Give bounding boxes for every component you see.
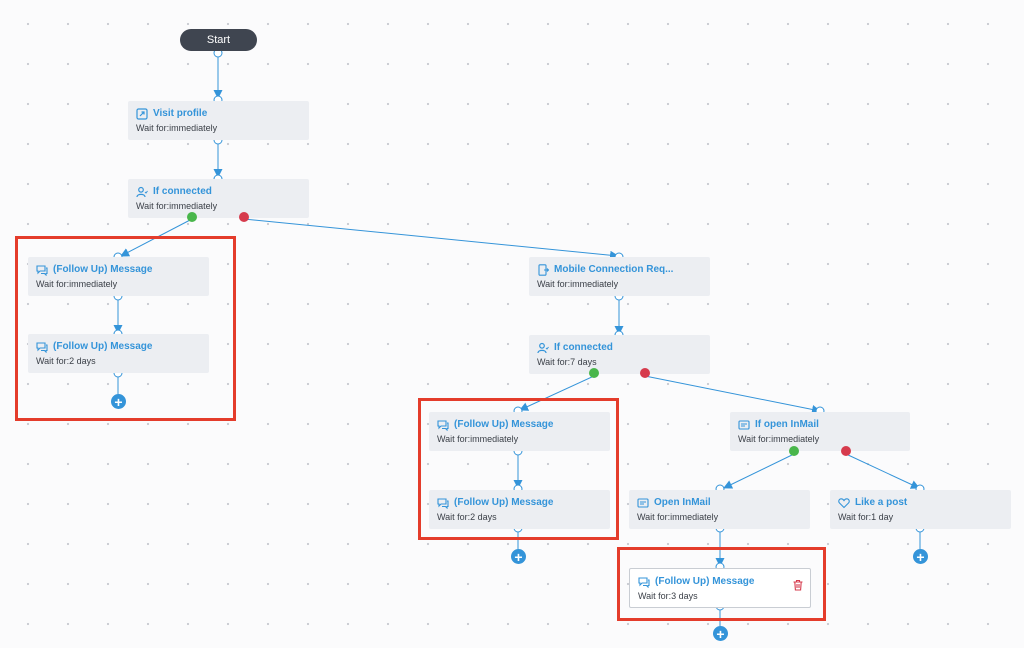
step-title: (Follow Up) Message [454, 497, 554, 508]
start-node[interactable]: Start [180, 29, 257, 51]
step-wait: Wait for:immediately [136, 201, 218, 211]
inmail-yes-badge [789, 446, 799, 456]
phone-request-icon [538, 264, 549, 276]
step-if-open-inmail[interactable]: If open InMail Wait for:immediately [730, 412, 910, 451]
connected-no-badge [239, 212, 249, 222]
step-title: If connected [554, 342, 613, 353]
step-title: Visit profile [153, 108, 208, 119]
step-title: (Follow Up) Message [53, 264, 153, 275]
step-title: (Follow Up) Message [53, 341, 153, 352]
step-title: (Follow Up) Message [454, 419, 554, 430]
connected-yes-badge [589, 368, 599, 378]
step-wait: Wait for:3 days [638, 591, 698, 601]
add-step-button[interactable]: + [913, 549, 928, 564]
step-like-a-post[interactable]: Like a post Wait for:1 day [830, 490, 1011, 529]
plus-icon: + [716, 625, 725, 642]
message-icon [638, 577, 650, 588]
step-title: Like a post [855, 497, 908, 508]
message-icon [36, 342, 48, 353]
step-visit-profile[interactable]: Visit profile Wait for:immediately [128, 101, 309, 140]
step-follow-up-message[interactable]: (Follow Up) Message Wait for:immediately [28, 257, 209, 296]
connector [845, 453, 920, 489]
step-follow-up-message[interactable]: (Follow Up) Message Wait for:2 days [28, 334, 209, 373]
visit-profile-icon [136, 108, 148, 120]
message-icon [437, 420, 449, 431]
step-open-inmail[interactable]: Open InMail Wait for:immediately [629, 490, 810, 529]
step-title: If connected [153, 186, 212, 197]
step-if-connected[interactable]: If connected Wait for:immediately [128, 179, 309, 218]
add-step-button[interactable]: + [511, 549, 526, 564]
step-wait: Wait for:2 days [437, 512, 497, 522]
step-wait: Wait for:2 days [36, 356, 96, 366]
person-icon [136, 186, 148, 198]
connector [120, 218, 193, 257]
add-step-button[interactable]: + [111, 394, 126, 409]
step-follow-up-message-selected[interactable]: (Follow Up) Message Wait for:3 days [629, 568, 811, 608]
step-wait: Wait for:immediately [738, 434, 820, 444]
plus-icon: + [916, 548, 925, 565]
step-wait: Wait for:immediately [437, 434, 519, 444]
inmail-no-badge [841, 446, 851, 456]
person-icon [537, 342, 549, 354]
step-title: (Follow Up) Message [655, 576, 755, 587]
plus-icon: + [114, 393, 123, 410]
step-follow-up-message[interactable]: (Follow Up) Message Wait for:2 days [429, 490, 610, 529]
step-wait: Wait for:7 days [537, 357, 597, 367]
step-mobile-connection-request[interactable]: Mobile Connection Req... Wait for:immedi… [529, 257, 710, 296]
start-label: Start [206, 34, 231, 46]
message-icon [437, 498, 449, 509]
step-follow-up-message[interactable]: (Follow Up) Message Wait for:immediately [429, 412, 610, 451]
step-title: Mobile Connection Req... [554, 264, 674, 275]
connected-no-badge [640, 368, 650, 378]
step-if-connected[interactable]: If connected Wait for:7 days [529, 335, 710, 374]
trash-icon[interactable] [792, 579, 804, 591]
plus-icon: + [514, 548, 523, 565]
step-title: If open InMail [755, 419, 819, 430]
connected-yes-badge [187, 212, 197, 222]
step-wait: Wait for:immediately [36, 279, 118, 289]
step-title: Open InMail [654, 497, 711, 508]
step-wait: Wait for:immediately [537, 279, 619, 289]
heart-icon [838, 498, 850, 509]
inmail-icon [637, 498, 649, 508]
connector [243, 218, 619, 260]
add-step-button[interactable]: + [713, 626, 728, 641]
connector [723, 453, 795, 489]
step-wait: Wait for:1 day [838, 512, 894, 522]
inmail-icon [738, 420, 750, 430]
step-wait: Wait for:immediately [136, 123, 218, 133]
step-wait: Wait for:immediately [637, 512, 719, 522]
connector [644, 375, 821, 414]
connector [519, 375, 595, 411]
message-icon [36, 265, 48, 276]
